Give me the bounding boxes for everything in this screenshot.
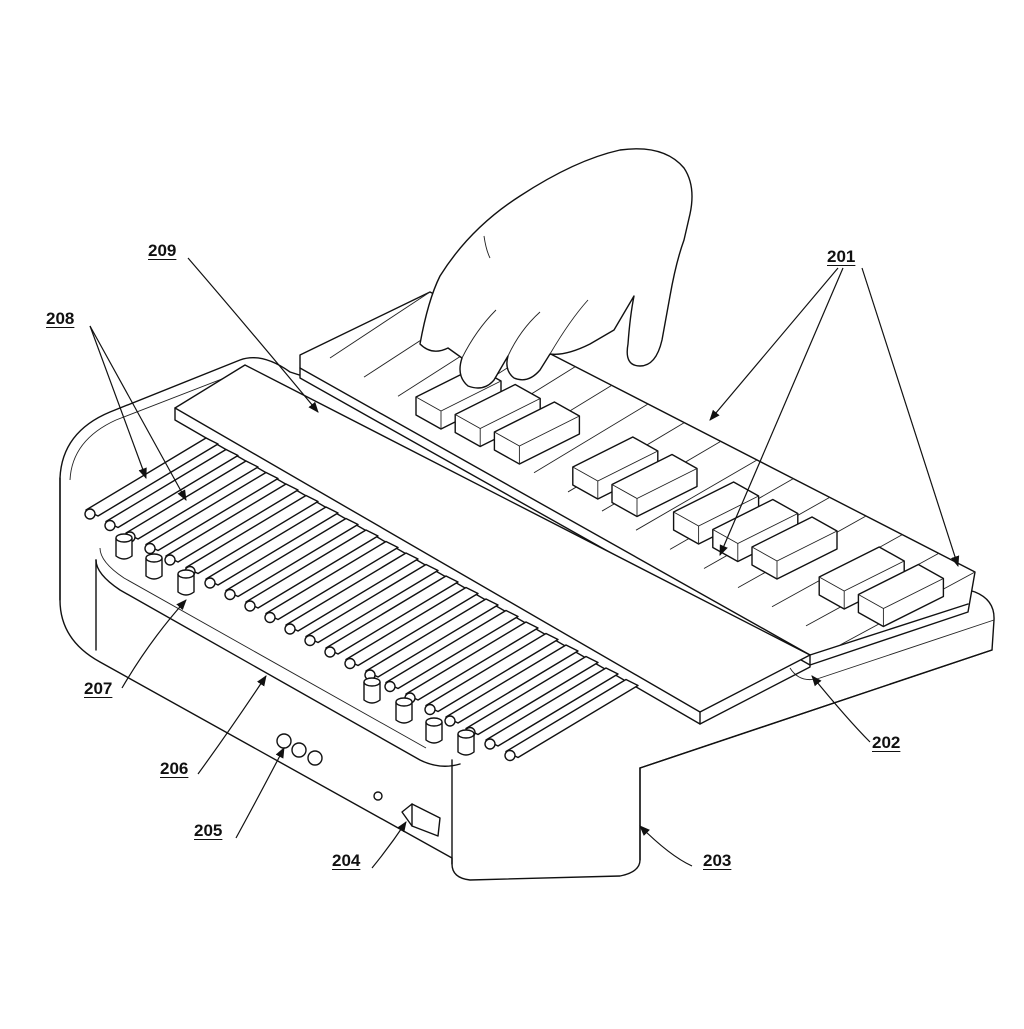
label-204: 204 — [332, 851, 361, 870]
module-button — [264, 611, 276, 624]
knob — [395, 702, 413, 724]
label-208: 208 — [46, 309, 75, 328]
module-button — [224, 588, 236, 601]
white-key-edge — [329, 291, 431, 359]
knob — [363, 682, 381, 704]
label-202: 202 — [872, 733, 901, 752]
knob-top — [177, 569, 195, 579]
module-button — [424, 703, 436, 716]
black-key — [493, 401, 581, 465]
module-button — [144, 542, 156, 555]
knob-top — [145, 553, 163, 563]
white-key-edge — [533, 403, 649, 474]
black-key — [611, 453, 698, 518]
module-button — [384, 680, 396, 693]
jacks — [276, 733, 383, 801]
knob — [425, 722, 443, 744]
white-key-edge — [635, 459, 758, 531]
knob — [115, 538, 133, 560]
control-modules — [84, 437, 639, 762]
module-button — [344, 657, 356, 670]
divider-bar — [174, 364, 811, 725]
module-button — [444, 715, 456, 727]
module-button — [164, 554, 176, 566]
module-button — [504, 749, 516, 762]
knob-top — [425, 717, 443, 727]
knob-top — [363, 677, 381, 687]
knob-top — [115, 533, 133, 543]
leader-lines — [89, 257, 960, 869]
hand-illustration — [419, 148, 693, 389]
power-switch — [401, 803, 441, 837]
label-209: 209 — [148, 241, 177, 260]
module-button — [204, 577, 216, 589]
black-key — [751, 516, 838, 580]
knob-top — [395, 697, 413, 707]
label-206: 206 — [160, 759, 189, 778]
knob — [457, 734, 475, 756]
module-button — [304, 634, 316, 647]
label-201: 201 — [827, 247, 856, 266]
module-button — [324, 646, 336, 658]
knob — [145, 558, 163, 580]
knob-top — [457, 729, 475, 739]
knob — [177, 574, 195, 596]
label-205: 205 — [194, 821, 223, 840]
module-button — [484, 738, 496, 750]
label-203: 203 — [703, 851, 732, 870]
module-button — [104, 519, 116, 532]
module-button — [84, 508, 96, 520]
module-button — [244, 600, 256, 612]
module-button — [284, 623, 296, 635]
label-207: 207 — [84, 679, 113, 698]
black-key — [857, 563, 945, 628]
